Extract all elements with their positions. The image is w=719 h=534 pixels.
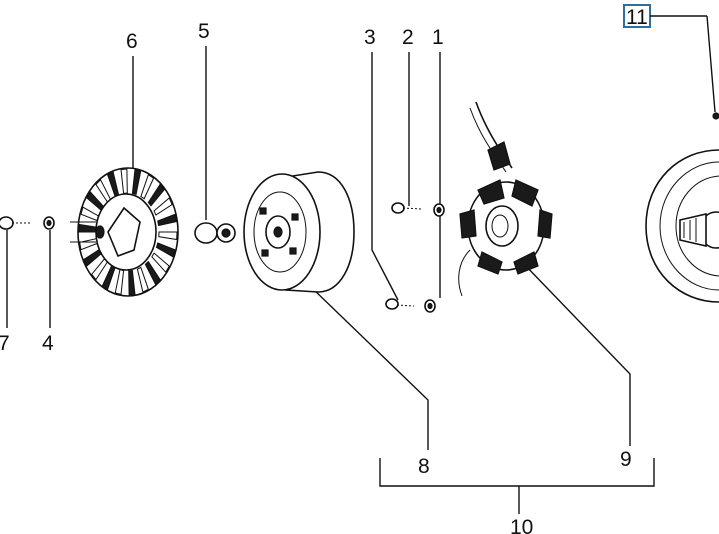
fan-fin xyxy=(120,168,128,194)
fan-fin xyxy=(151,252,170,274)
part-3-screw xyxy=(385,298,415,310)
leader-11b xyxy=(706,15,716,113)
bracket-10 xyxy=(379,458,655,487)
fan-fin xyxy=(153,197,173,216)
label-part-10[interactable]: 10 xyxy=(510,516,533,534)
label-part-7[interactable]: 7 xyxy=(0,332,10,355)
label-part-4[interactable]: 4 xyxy=(42,332,54,355)
part-4-washer xyxy=(43,216,55,230)
fan-fin xyxy=(155,242,176,258)
leader-9 xyxy=(521,261,631,446)
label-part-11: 11 xyxy=(626,6,648,29)
label-part-1[interactable]: 1 xyxy=(432,26,444,49)
fan-fin xyxy=(131,169,142,195)
fan-fin xyxy=(140,173,155,200)
part-8-flywheel-rotor xyxy=(243,171,355,293)
label-part-11-box[interactable]: 11 xyxy=(623,4,651,29)
leader-8 xyxy=(311,287,429,450)
part-9-stator xyxy=(458,101,553,297)
leader-3 xyxy=(371,52,399,301)
label-part-6[interactable]: 6 xyxy=(126,30,138,53)
leader-lines xyxy=(6,15,716,514)
fan-fin xyxy=(158,231,178,241)
fan-fin xyxy=(144,260,161,286)
part-7-screw xyxy=(0,216,30,230)
part-11-crankcase xyxy=(645,112,719,303)
fan-fin xyxy=(128,270,136,296)
label-part-8[interactable]: 8 xyxy=(418,455,430,478)
fan-fin xyxy=(157,213,177,227)
label-part-5[interactable]: 5 xyxy=(198,20,210,43)
fan-fin xyxy=(136,266,149,293)
part-2-screw xyxy=(391,202,423,214)
label-part-2[interactable]: 2 xyxy=(402,26,414,49)
label-part-3[interactable]: 3 xyxy=(364,26,376,49)
fan-fin xyxy=(147,183,165,207)
part-6-cooling-fan xyxy=(70,167,179,297)
label-part-9[interactable]: 9 xyxy=(620,448,632,471)
part-1-washers xyxy=(424,203,445,313)
part-5-spacer xyxy=(194,222,236,244)
